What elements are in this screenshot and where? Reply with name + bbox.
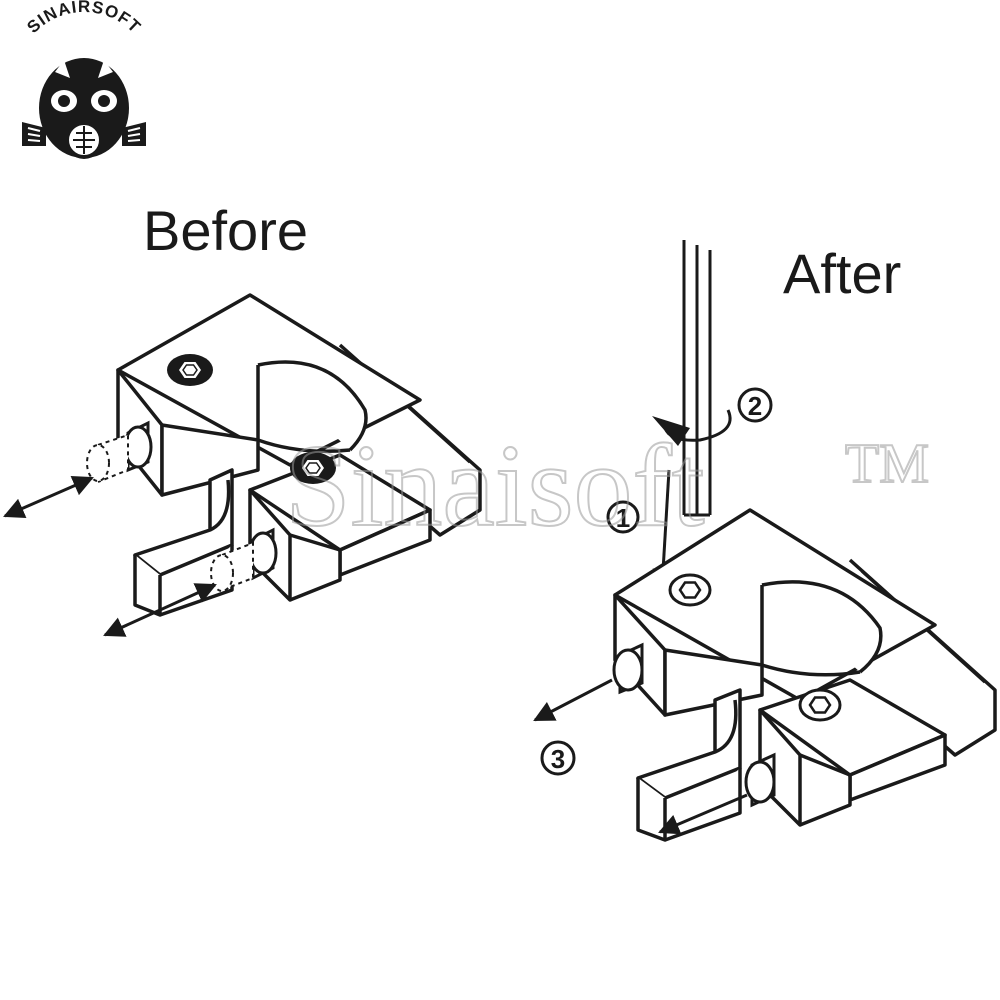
watermark-text: Sinaisoft <box>285 420 705 551</box>
before-mount-block <box>116 293 482 617</box>
hex-socket-screw-icon <box>668 573 712 607</box>
arrow-icon <box>3 475 217 637</box>
after-heading: After <box>783 242 901 305</box>
step-1-marker: 1 <box>606 500 640 534</box>
gas-mask-skull-logo: SINAIRSOFT <box>22 0 146 159</box>
step-3-label: 3 <box>551 744 565 774</box>
hex-socket-screw-icon <box>798 688 842 722</box>
hex-socket-screw-icon <box>166 353 214 387</box>
brand-name: SINAIRSOFT <box>23 0 143 37</box>
after-pins <box>612 642 776 808</box>
before-pins <box>86 420 278 592</box>
allen-key-icon <box>682 240 712 517</box>
step-2-label: 2 <box>748 391 762 421</box>
step-3-marker: 3 <box>540 740 576 776</box>
rotation-arrow-icon <box>652 409 732 446</box>
step-1-label: 1 <box>616 503 630 533</box>
arrow-icon <box>533 678 748 835</box>
watermark: Sinaisoft TM <box>284 419 930 552</box>
before-heading: Before <box>143 199 308 262</box>
svg-text:SINAIRSOFT: SINAIRSOFT <box>23 0 144 37</box>
step-2-marker: 2 <box>737 387 773 423</box>
after-mount-block <box>613 508 997 842</box>
watermark-tm: TM <box>845 433 929 495</box>
